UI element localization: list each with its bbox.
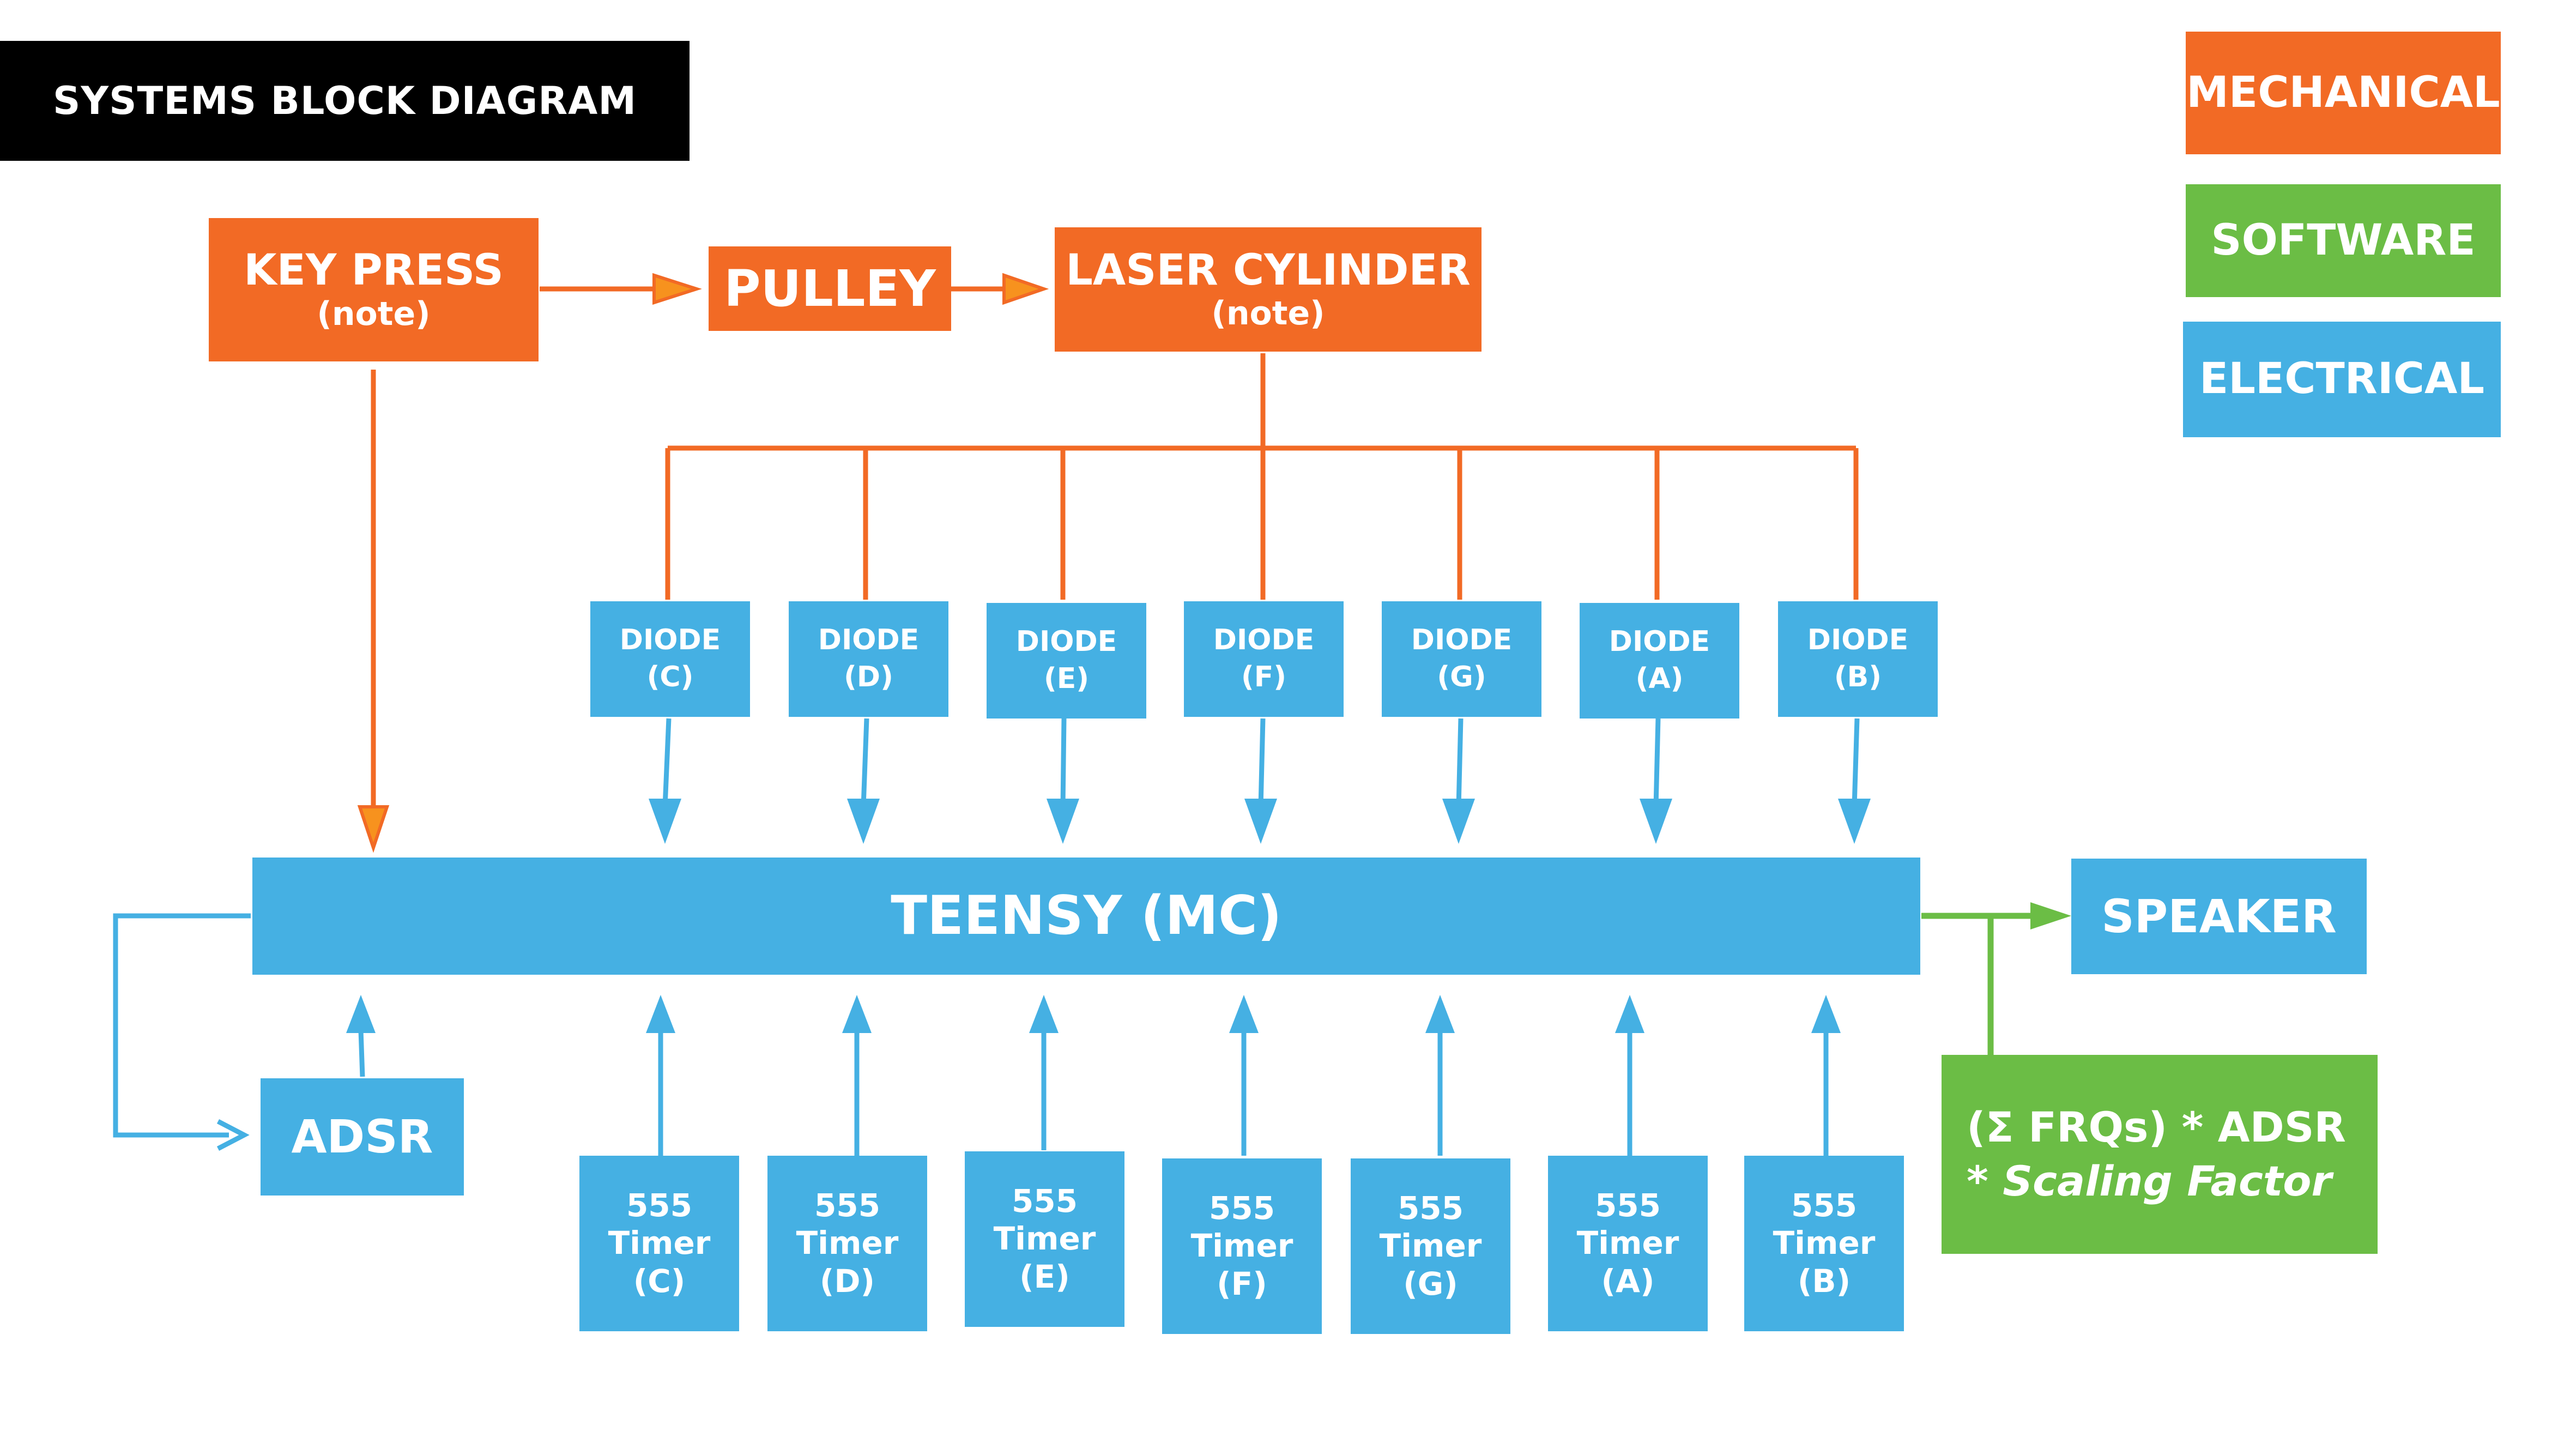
timer-number: 555	[814, 1186, 881, 1224]
timer-number: 555	[1011, 1182, 1078, 1219]
adsr-to-teensy-line	[358, 1030, 365, 1077]
timer-f: 555 Timer (F)	[1162, 1158, 1322, 1334]
diode-note: (C)	[646, 661, 694, 693]
diode-label: DIODE	[1213, 624, 1315, 657]
arrowhead	[216, 1119, 250, 1151]
arrowhead	[1244, 799, 1277, 844]
diode-note: (A)	[1635, 662, 1684, 695]
timer-label: Timer	[993, 1220, 1096, 1258]
key-press-label: KEY PRESS	[244, 246, 504, 295]
arrowhead	[357, 805, 390, 853]
legend-mechanical: MECHANICAL	[2186, 32, 2501, 154]
diode-note: (F)	[1241, 661, 1287, 693]
arrowhead	[646, 995, 675, 1033]
diode-d: DIODE (D)	[789, 601, 948, 717]
timer-note: (C)	[633, 1262, 686, 1300]
arrowhead	[1047, 799, 1079, 844]
laser-cylinder-sub: (note)	[1211, 294, 1325, 333]
pulley-label: PULLEY	[724, 259, 936, 318]
timer-note: (A)	[1601, 1262, 1655, 1300]
diode-g: DIODE (G)	[1382, 601, 1541, 717]
diode-e: DIODE (E)	[987, 603, 1146, 719]
diode-label: DIODE	[818, 624, 920, 657]
formula-prefix: *	[1967, 1156, 2003, 1205]
legend-electrical-label: ELECTRICAL	[2199, 354, 2485, 404]
timer-note: (D)	[819, 1262, 875, 1300]
timer-number: 555	[1208, 1189, 1275, 1227]
legend-mechanical-label: MECHANICAL	[2186, 68, 2500, 117]
diode-note: (D)	[844, 661, 893, 693]
diode-b: DIODE (B)	[1778, 601, 1938, 717]
legend-software: SOFTWARE	[2186, 184, 2501, 297]
arrowhead	[1442, 799, 1475, 844]
diode-note: (G)	[1437, 661, 1486, 693]
arrowhead	[1002, 273, 1049, 305]
timer-e: 555 Timer (E)	[965, 1151, 1124, 1327]
diode-f: DIODE (F)	[1184, 601, 1344, 717]
adsr-label: ADSR	[291, 1110, 433, 1164]
timer-note: (F)	[1217, 1265, 1267, 1302]
formula-line-1: (Σ FRQs) * ADSR	[1967, 1102, 2346, 1151]
scaling-factor-text: Scaling Factor	[2003, 1156, 2332, 1205]
timer-number: 555	[626, 1186, 693, 1224]
arrowhead	[847, 799, 880, 844]
timer-b: 555 Timer (B)	[1744, 1156, 1904, 1331]
key-press-block: KEY PRESS (note)	[209, 218, 539, 361]
speaker-label: SPEAKER	[2101, 889, 2337, 943]
timer-label: Timer	[1190, 1227, 1293, 1265]
teensy-to-adsr-loop-line	[113, 913, 251, 1138]
diode-c: DIODE (C)	[590, 601, 750, 717]
arrowhead	[1615, 995, 1644, 1033]
arrowhead	[1029, 995, 1059, 1033]
timer-c: 555 Timer (C)	[579, 1156, 739, 1331]
pulley-block: PULLEY	[709, 246, 951, 331]
diode-label: DIODE	[1609, 625, 1710, 659]
timer-d: 555 Timer (D)	[767, 1156, 927, 1331]
timer-a: 555 Timer (A)	[1548, 1156, 1708, 1331]
arrowhead	[1838, 799, 1871, 844]
timer-note: (E)	[1019, 1258, 1070, 1295]
diode-note: (E)	[1043, 662, 1090, 695]
timer-note: (G)	[1403, 1265, 1458, 1302]
diode-a: DIODE (A)	[1580, 603, 1739, 719]
formula-line-2: * Scaling Factor	[1967, 1155, 2332, 1209]
arrowhead	[649, 799, 681, 844]
arrowhead	[1425, 995, 1455, 1033]
teensy-block: TEENSY (MC)	[252, 858, 1920, 975]
teensy-label: TEENSY (MC)	[891, 885, 1282, 947]
legend-electrical: ELECTRICAL	[2183, 322, 2501, 437]
timer-g: 555 Timer (G)	[1351, 1158, 1510, 1334]
key-press-sub: (note)	[317, 294, 431, 333]
timer-number: 555	[1791, 1186, 1858, 1224]
timer-label: Timer	[796, 1224, 899, 1262]
speaker-block: SPEAKER	[2071, 859, 2367, 974]
timer-label: Timer	[1379, 1227, 1482, 1265]
legend-software-label: SOFTWARE	[2211, 215, 2476, 265]
laser-cylinder-label: LASER CYLINDER	[1066, 245, 1471, 295]
arrowhead	[1811, 995, 1841, 1033]
adsr-block: ADSR	[261, 1078, 464, 1196]
diode-label: DIODE	[1807, 624, 1909, 657]
diode-label: DIODE	[1411, 624, 1513, 657]
timer-number: 555	[1397, 1189, 1464, 1227]
arrowhead	[2030, 902, 2071, 929]
arrowhead	[346, 995, 376, 1033]
diode-label: DIODE	[1015, 625, 1117, 659]
page-title: SYSTEMS BLOCK DIAGRAM	[0, 41, 690, 161]
arrowhead	[1229, 995, 1259, 1033]
diode-label: DIODE	[619, 624, 721, 657]
timer-label: Timer	[1773, 1224, 1876, 1262]
arrowhead	[1640, 799, 1672, 844]
timer-note: (B)	[1797, 1262, 1851, 1300]
timer-number: 555	[1594, 1186, 1661, 1224]
arrowhead	[652, 273, 702, 305]
page-title-text: SYSTEMS BLOCK DIAGRAM	[53, 78, 637, 123]
timer-label: Timer	[608, 1224, 711, 1262]
diode-note: (B)	[1834, 661, 1882, 693]
arrowhead	[842, 995, 872, 1033]
formula-block: (Σ FRQs) * ADSR * Scaling Factor	[1942, 1055, 2378, 1254]
laser-cylinder-block: LASER CYLINDER (note)	[1055, 227, 1481, 352]
timer-label: Timer	[1576, 1224, 1679, 1262]
